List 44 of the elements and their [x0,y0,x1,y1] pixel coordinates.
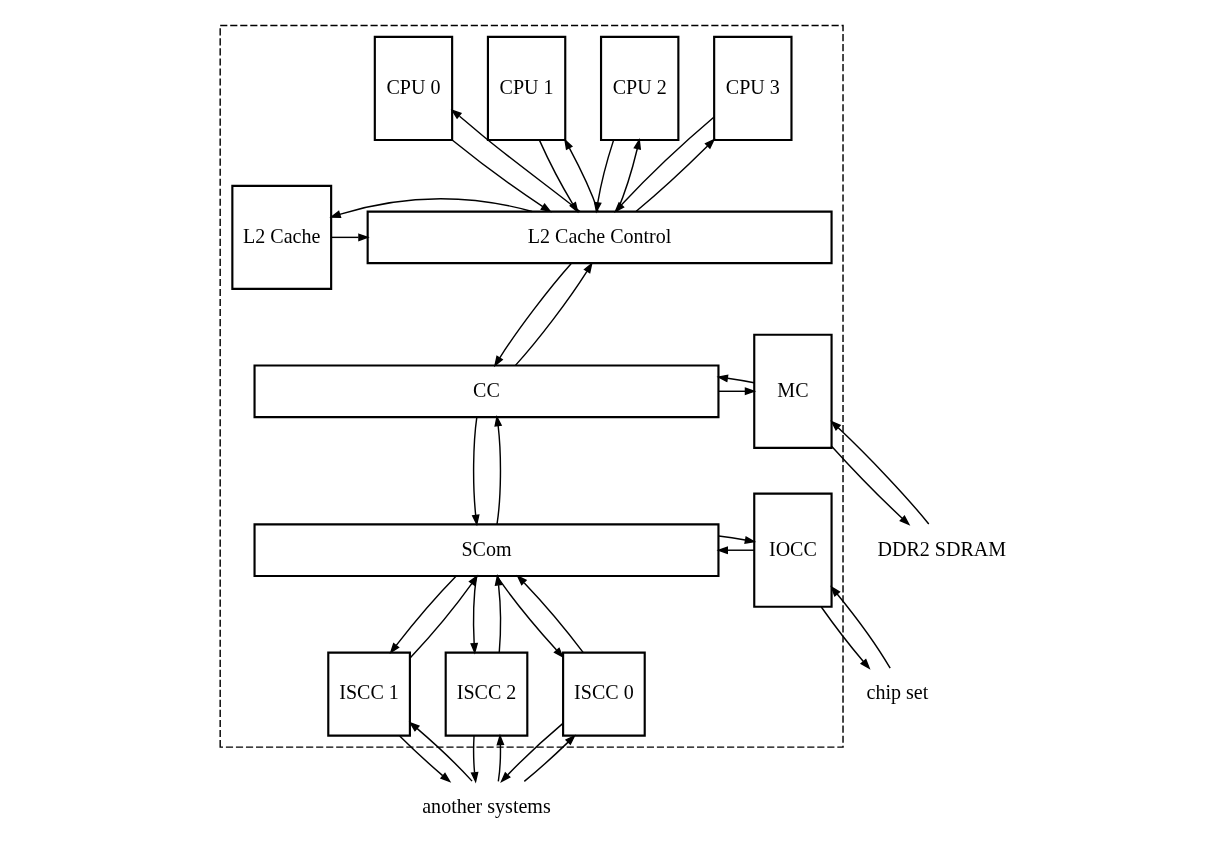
arrow [831,445,911,526]
arrow [830,420,930,525]
arrow [718,535,757,544]
node-box: L2 Cache Control [366,210,833,265]
node-box: ISCC 0 [562,651,646,737]
node-box: CPU 2 [599,35,680,142]
arrow [523,734,576,783]
node-box: ISCC 1 [327,651,411,737]
arrow [635,138,716,212]
arrow [718,387,757,396]
arrow [398,735,452,783]
node-box: CPU 0 [373,35,454,142]
arrow [496,733,505,783]
arrow [408,721,473,782]
node-box: IOCC [753,492,833,608]
arrow [471,416,480,527]
node-box: SCom [253,523,720,578]
arrow [470,735,479,784]
arrow [494,414,503,525]
node-box: CPU 1 [486,35,567,142]
arrow [516,574,584,654]
arrow [830,585,891,669]
node-box: L2 Cache [231,184,333,290]
arrow [494,574,503,654]
node-box: CC [253,364,720,419]
arrow [330,233,370,242]
arrow [389,575,457,655]
node-box: CPU 3 [713,35,793,142]
node-text: chip set [866,681,929,704]
arrow [716,374,755,384]
node-box: MC [753,333,833,449]
node-box: ISCC 2 [444,651,529,737]
arrow [514,261,593,367]
arrow [329,198,533,218]
arrow [500,722,564,783]
node-text: DDR2 SDRAM [877,537,1007,560]
arrow [452,139,552,213]
node-text: another systems [422,794,551,817]
arrow [716,546,755,555]
arrow [496,575,565,659]
arrow [820,606,871,670]
arrow [409,574,479,659]
arrow [493,263,572,368]
arrow [470,575,479,655]
